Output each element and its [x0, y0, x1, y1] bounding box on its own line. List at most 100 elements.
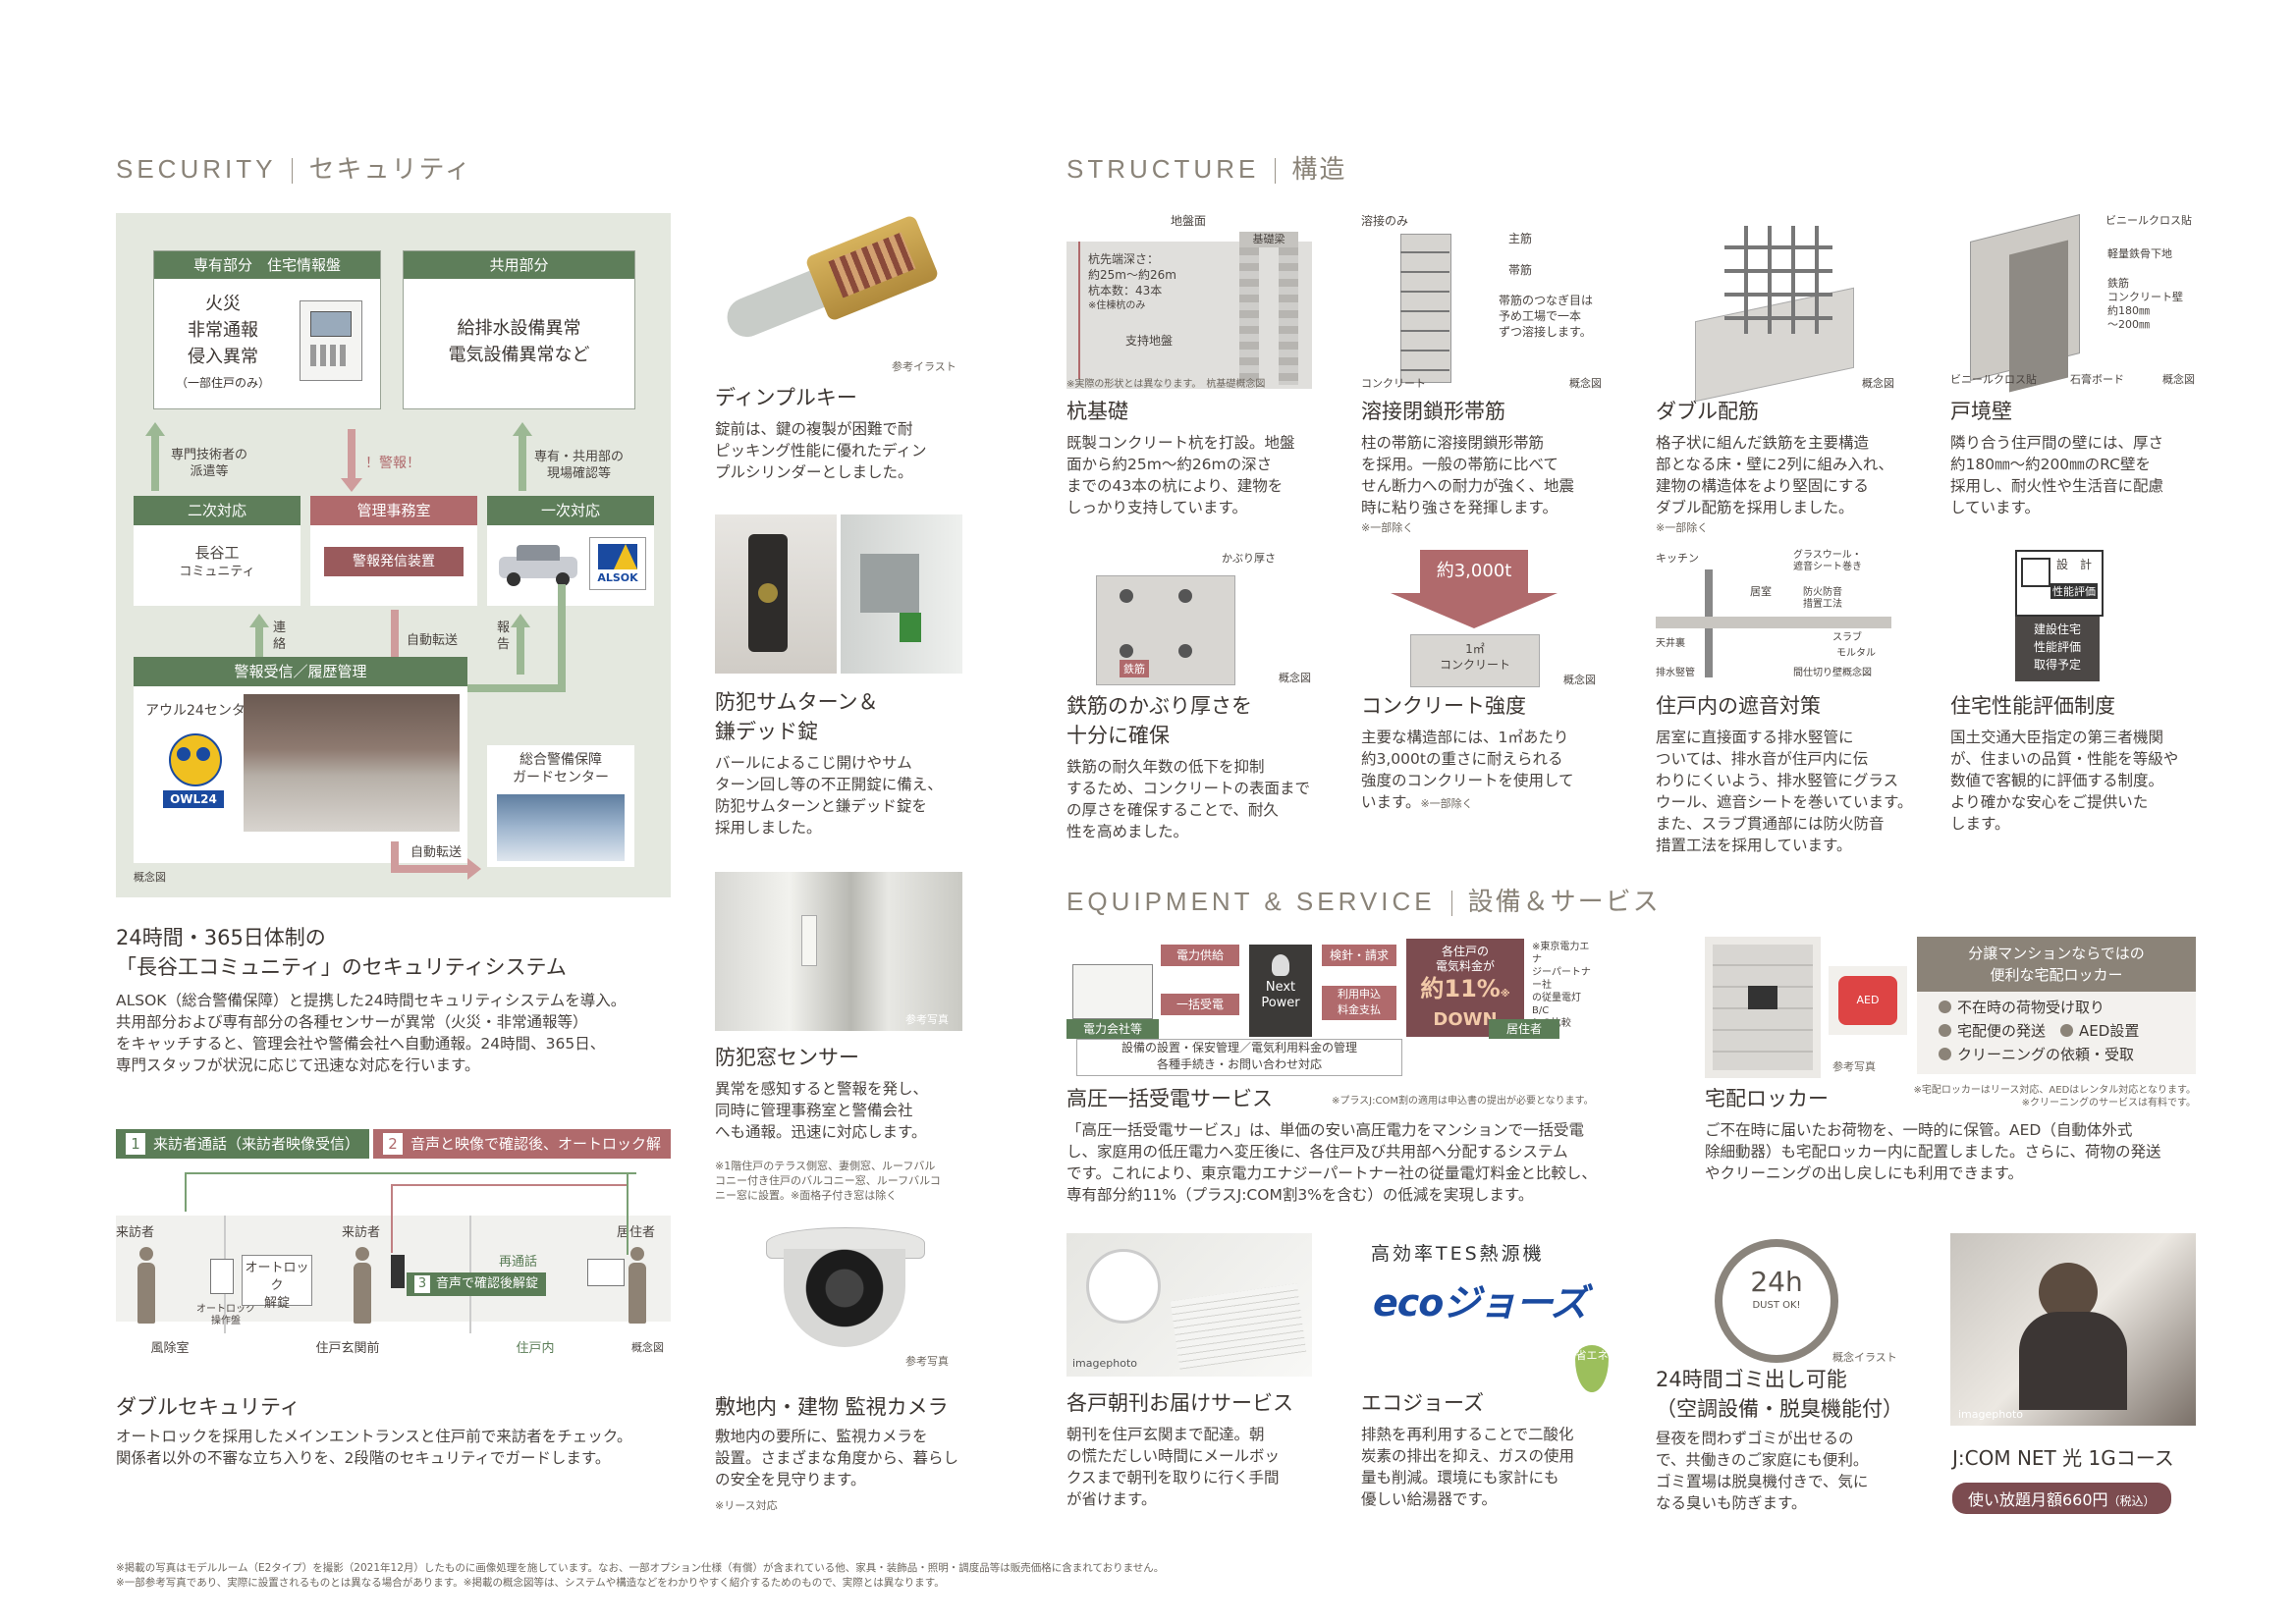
newspaper-body: 朝刊を住戸玄関まで配達。朝 の慌ただしい時間にメールボッ クスまで朝刊を取りに行… — [1066, 1426, 1281, 1508]
pile-title: 杭基礎 — [1066, 400, 1128, 423]
private-area-box: 専有部分 住宅情報盤 火災 非常通報 侵入異常 （一部住戸のみ） — [153, 250, 381, 409]
bulk-power-title-note: ※プラスJ:COM割の適用は申込書の提出が必要となります。 — [1332, 1096, 1594, 1107]
visitor-figure-2 — [352, 1247, 373, 1325]
dimple-caption: 参考イラスト — [892, 360, 957, 373]
performance-title: 住宅性能評価制度 — [1950, 694, 2115, 718]
window-sensor-caption: 参考写真 — [905, 1013, 949, 1026]
sound-insulation-title: 住戸内の遮音対策 — [1656, 694, 1821, 718]
pile-body: 既製コンクリート杭を打設。地盤 面から約25m～約26mの深さ までの43本の杭… — [1066, 434, 1295, 516]
camera-note: ※リース対応 — [715, 1499, 778, 1512]
weld-note: ※一部除く — [1361, 521, 1414, 534]
locker-body: ご不在時に届いたお荷物を、一時的に保管。AED（自動体外式 除細動器）も宅配ロッ… — [1705, 1121, 2161, 1182]
locker-caption: 参考写真 — [1832, 1060, 1876, 1073]
concrete-strength-body: 主要な構造部には、1㎡あたり 約3,000tの重さに耐えられる 強度のコンクリー… — [1361, 729, 1574, 811]
locker-item: 不在時の荷物受け取り — [1939, 996, 2196, 1019]
bulk-power-diagram: 電力会社等 電力供給 一括受電 Next Power 検針・請求 利用申込 料金… — [1066, 935, 1597, 1082]
double-security-body: オートロックを採用したメインエントランスと住戸前で来訪者をチェック。 関係者以外… — [116, 1428, 632, 1467]
deadbolt-photo — [841, 514, 962, 674]
window-sensor-body: 異常を感知すると警報を発し、 同時に管理事務室と警備会社 へも通報。迅速に対応し… — [715, 1080, 929, 1141]
security-camera-photo — [766, 1227, 925, 1355]
weld-body: 柱の帯筋に溶接閉鎖形帯筋 を採用。一般の帯筋に比べて せん断力への耐力が強く、地… — [1361, 434, 1575, 516]
partition-wall-title: 戸境壁 — [1950, 400, 2012, 423]
common-area-box: 共用部分 給排水設備異常 電気設備異常など — [403, 250, 635, 409]
alsok-logo: ALSOK — [589, 537, 646, 590]
alarm-center-box: 警報受信／履歴管理 アウル24センター OWL24 — [134, 657, 467, 863]
performance-mark: 設 計 性能評価 — [2015, 550, 2104, 617]
double-rebar-body: 格子状に組んだ鉄筋を主要構造 部となる床・壁に2列に組み入れ、 建物の構造体をよ… — [1656, 434, 1894, 516]
garbage-title: 24時間ゴミ出し可能 （空調設備・脱臭機能付） — [1656, 1368, 1903, 1421]
performance-body: 国土交通大臣指定の第三者機関 が、住まいの品質・性能を等級や 数値で客観的に評価… — [1950, 729, 2179, 833]
thumbturn-title: 防犯サムターン＆ 鎌デッド錠 — [715, 690, 879, 743]
visitor-figure-1 — [136, 1247, 157, 1325]
management-office-box: 管理事務室 警報発信装置 — [310, 496, 477, 606]
dust-24h-logo: 24h DUST OK! — [1715, 1239, 1838, 1363]
thumbturn-body: バールによるこじ開けやサム ターン回し等の不正開錠に備え、 防犯サムターンと鎌デ… — [715, 754, 943, 837]
dimple-body: 錠前は、鍵の複製が困難で耐 ピッキング性能に優れたディン プルシリンダーとしまし… — [715, 420, 927, 481]
sound-insulation-diagram: キッチン グラスウール・ 遮音シート巻き 居室 防火防音 措置工法 スラブ モル… — [1656, 550, 1907, 687]
locker-title: 宅配ロッカー — [1705, 1087, 1829, 1110]
jcom-price: 使い放題月額660円（税込） — [1952, 1483, 2171, 1514]
ecojozu-logo: ecoジョーズ — [1373, 1281, 1588, 1325]
bulk-power-title: 高圧一括受電サービス — [1066, 1087, 1273, 1110]
guard-center-photo — [497, 794, 625, 861]
security-diagram: 専有部分 住宅情報盤 火災 非常通報 侵入異常 （一部住戸のみ） 共用部分 給排… — [116, 213, 671, 897]
pile-note: ※実際の形状とは異なります。 杭基礎概念図 — [1066, 379, 1266, 390]
secondary-response-box: 二次対応 長谷工 コミュニティ — [134, 496, 301, 606]
camera-title: 敷地内・建物 監視カメラ — [715, 1395, 949, 1419]
jcom-title: J:COM NET 光 1Gコース — [1952, 1446, 2174, 1470]
owl-center-photo — [244, 694, 460, 832]
thumbturn-photo — [715, 514, 837, 674]
locker-feature-box: 分譲マンションならではの 便利な宅配ロッカー 不在時の荷物受け取り 宅配便の発送… — [1917, 937, 2196, 1074]
saving-badge: 各住戸の 電気料金が 約11%※ DOWN — [1406, 939, 1524, 1037]
window-sensor-photo — [715, 872, 962, 1031]
garbage-caption: 概念イラスト — [1832, 1351, 1897, 1364]
pile-diagram: 地盤面 基礎梁 杭先端深さ： 約25m～約26m 杭本数：43本 ※住棟杭のみ … — [1066, 212, 1312, 391]
aed-icon: AED — [1838, 976, 1897, 1025]
partition-wall-body: 隣り合う住戸間の壁には、厚さ 約180㎜～約200㎜のRC壁を 採用し、耐火性や… — [1950, 434, 2164, 516]
rebar-cover-diagram: かぶり厚さ 鉄筋 概念図 — [1096, 546, 1322, 685]
security-main-title: 24時間・365日体制の 「長谷工コミュニティ」のセキュリティシステム — [116, 926, 567, 979]
owl24-logo: OWL24 — [163, 733, 224, 824]
locker-item: 宅配便の発送 AED設置 — [1939, 1019, 2196, 1043]
room-monitor-icon — [587, 1259, 625, 1286]
double-rebar-note: ※一部除く — [1656, 521, 1709, 534]
dimple-key-illustration — [715, 214, 962, 378]
double-rebar-title: ダブル配筋 — [1656, 400, 1759, 423]
weld-hoop-diagram: 溶接のみ 主筋 帯筋 帯筋のつなぎ目は 予め工場で一本 ずつ溶接します。 コンク… — [1361, 214, 1602, 390]
concrete-strength-title: コンクリート強度 — [1361, 694, 1526, 718]
bulk-power-body: 「高圧一括受電サービス」は、単価の安い高圧電力をマンションで一括受電 し、家庭用… — [1066, 1121, 1597, 1204]
autolock-panel-icon — [210, 1259, 234, 1294]
performance-badge: 建設住宅 性能評価 取得予定 — [2015, 617, 2100, 681]
newspaper-title: 各戸朝刊お届けサービス — [1066, 1391, 1293, 1415]
info-panel-icon — [300, 300, 362, 381]
camera-caption: 参考写真 — [905, 1355, 949, 1368]
energy-saving-badge: 省エネ — [1575, 1345, 1609, 1392]
window-sensor-note: ※1階住戸のテラス側窓、妻側窓、ルーフバル コニー付き住戸のバルコニー窓、ルーフ… — [715, 1160, 941, 1202]
footer-notes: ※掲載の写真はモデルルーム（E2タイプ）を撮影（2021年12月）したものに画像… — [116, 1562, 1165, 1589]
sound-insulation-body: 居室に直接面する排水竪管に ついては、排水音が住戸内に伝 わりにくいよう、排水竪… — [1656, 729, 1913, 854]
delivery-locker-photo — [1705, 937, 1821, 1078]
security-main-body: ALSOK（総合警備保障）と提携した24時間セキュリティシステムを導入。 共用部… — [116, 992, 627, 1074]
newspaper-photo: imagephoto — [1066, 1233, 1312, 1377]
dimple-title: ディンプルキー — [715, 386, 857, 409]
locker-note: ※宅配ロッカーはリース対応、AEDはレンタル対応となります。 ※クリーニングのサ… — [1913, 1085, 2196, 1109]
locker-item: クリーニングの依頼・受取 — [1939, 1043, 2196, 1066]
eco-top-label: 高効率TES熱源機 — [1371, 1243, 1545, 1265]
camera-body: 敷地内の要所に、監視カメラを 設置。さまざまな角度から、暮らし の安全を見守りま… — [715, 1428, 959, 1488]
double-security-title: ダブルセキュリティ — [116, 1395, 301, 1419]
guard-center-box: 総合警備保障 ガードセンター — [487, 745, 634, 867]
aed-photo: AED — [1829, 966, 1907, 1035]
double-rebar-diagram: 概念図 — [1656, 216, 1901, 403]
primary-response-box: 一次対応 ALSOK — [487, 496, 654, 606]
next-power-logo: Next Power — [1249, 945, 1312, 1037]
weld-title: 溶接閉鎖形帯筋 — [1361, 400, 1505, 423]
ecojozu-title: エコジョーズ — [1361, 1391, 1484, 1415]
concrete-strength-diagram: 約3,000t 1㎡ コンクリート 概念図 — [1391, 550, 1607, 687]
rebar-cover-title: 鉄筋のかぶり厚さを 十分に確保 — [1066, 694, 1252, 747]
partition-wall-diagram: ビニールクロス貼 軽量鉄骨下地 鉄筋 コンクリート壁 約180㎜ ～200㎜ ビ… — [1950, 208, 2200, 393]
ecojozu-body: 排熱を再利用することで二酸化 炭素の排出を抑え、ガスの使用 量も削減。環境にも家… — [1361, 1426, 1575, 1508]
